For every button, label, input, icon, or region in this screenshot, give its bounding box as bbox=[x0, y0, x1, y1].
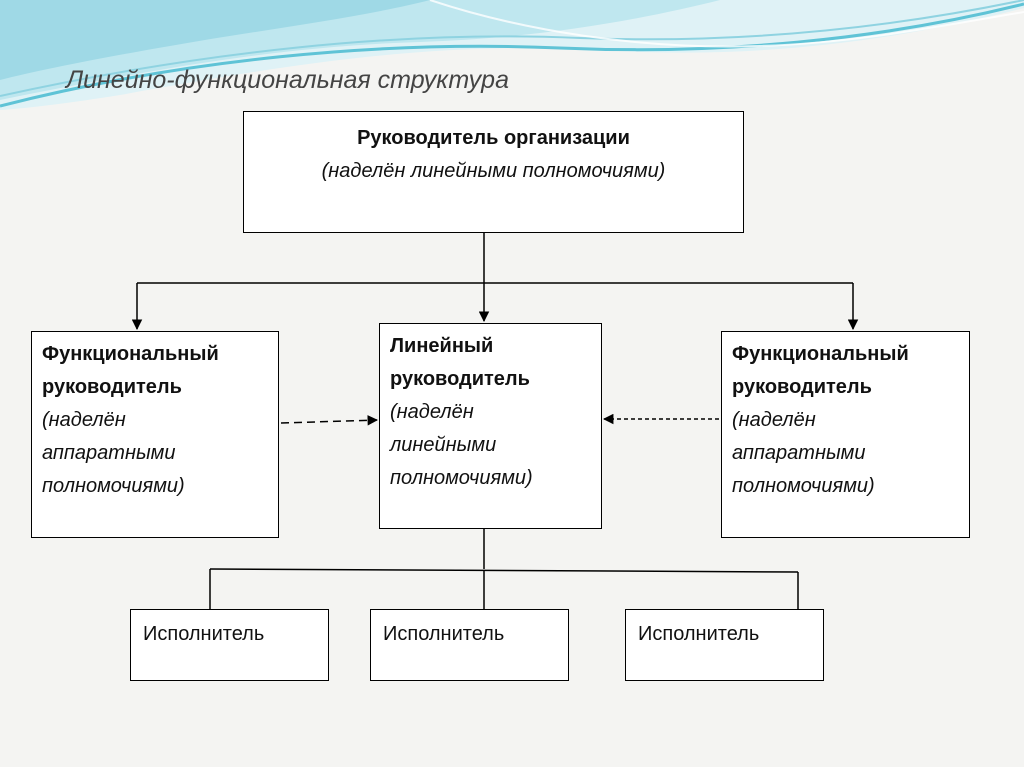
linear-note-1: (наделён bbox=[390, 401, 474, 423]
slide-title: Линейно-функциональная структура bbox=[66, 66, 509, 94]
ceo-title: Руководитель организации bbox=[357, 127, 630, 149]
linear-manager-box: Линейный руководитель (наделён линейными… bbox=[379, 323, 602, 529]
executor-box-1: Исполнитель bbox=[130, 609, 329, 681]
func-left-note-2: аппаратными bbox=[42, 442, 176, 464]
linear-title-1: Линейный bbox=[390, 335, 494, 357]
ceo-box: Руководитель организации (наделён линейн… bbox=[243, 111, 744, 233]
linear-title-2: руководитель bbox=[390, 368, 530, 390]
executor-label: Исполнитель bbox=[638, 623, 760, 645]
func-right-note-3: полномочиями) bbox=[732, 475, 875, 497]
func-right-title-1: Функциональный bbox=[732, 343, 909, 365]
functional-manager-left-box: Функциональный руководитель (наделён апп… bbox=[31, 331, 279, 538]
executor-label: Исполнитель bbox=[143, 623, 265, 645]
ceo-note: (наделён линейными полномочиями) bbox=[321, 160, 666, 182]
executor-label: Исполнитель bbox=[383, 623, 505, 645]
func-right-note-2: аппаратными bbox=[732, 442, 866, 464]
func-right-title-2: руководитель bbox=[732, 376, 872, 398]
linear-note-3: полномочиями) bbox=[390, 467, 533, 489]
executor-box-2: Исполнитель bbox=[370, 609, 569, 681]
func-left-title-2: руководитель bbox=[42, 376, 182, 398]
functional-manager-right-box: Функциональный руководитель (наделён апп… bbox=[721, 331, 970, 538]
linear-note-2: линейными bbox=[390, 434, 497, 456]
bottom-bus-line bbox=[209, 568, 799, 573]
func-left-note-3: полномочиями) bbox=[42, 475, 185, 497]
func-right-note-1: (наделён bbox=[732, 409, 816, 431]
func-left-title-1: Функциональный bbox=[42, 343, 219, 365]
func-left-note-1: (наделён bbox=[42, 409, 126, 431]
dashed-arrow-left bbox=[280, 415, 379, 426]
executor-box-3: Исполнитель bbox=[625, 609, 824, 681]
